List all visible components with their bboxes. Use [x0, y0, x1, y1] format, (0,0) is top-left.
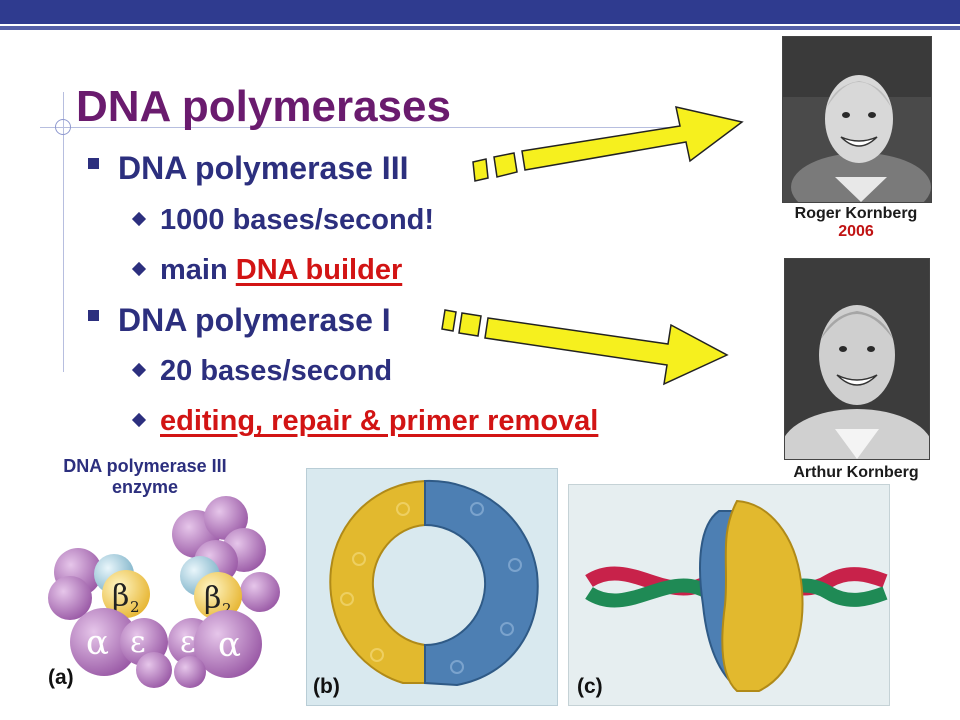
- sub-bullet-text: 1000 bases/second!: [160, 204, 435, 236]
- person-name: Arthur Kornberg: [793, 464, 919, 481]
- decor-crosshair-circle: [55, 119, 71, 135]
- arrow-to-roger-icon: [472, 106, 744, 182]
- figure-panel-b: (b): [306, 468, 558, 706]
- enzyme-caption-line1: DNA polymerase III: [63, 456, 227, 476]
- panel-b-label: (b): [313, 675, 340, 698]
- top-banner-line: [0, 26, 960, 30]
- sub-bullet-text: 20 bases/second: [160, 355, 393, 387]
- enzyme-caption-line2: enzyme: [111, 477, 179, 497]
- epsilon-label-left: ε: [130, 625, 146, 660]
- bullet-pol3: DNA polymerase III: [88, 150, 409, 187]
- panel-a-label: (a): [48, 666, 74, 689]
- person-name: Roger Kornberg: [794, 205, 918, 222]
- panel-c-label: (c): [577, 675, 603, 698]
- enzyme-caption: DNA polymerase III enzyme: [0, 456, 290, 498]
- sub-bullet-speed-pol3: 1000 bases/second!: [131, 204, 435, 237]
- square-bullet-icon: [88, 310, 99, 321]
- decor-vertical-rule: [63, 92, 64, 372]
- caption-roger: Roger Kornberg 2006: [760, 205, 952, 241]
- decor-horizontal-rule: [40, 127, 730, 128]
- person-year: 2006: [838, 223, 874, 240]
- sub-bullet-role-pol1: editing, repair & primer removal: [131, 405, 599, 438]
- highlight-dna-builder: DNA builder: [235, 254, 403, 286]
- square-bullet-icon: [88, 158, 99, 169]
- alpha-label-left: α: [86, 623, 109, 663]
- alpha-label-right: α: [218, 625, 241, 665]
- beta-subscript-left: 2: [130, 598, 140, 616]
- highlight-editing-repair: editing, repair & primer removal: [160, 405, 599, 437]
- sub-bullet-speed-pol1: 20 bases/second: [131, 355, 393, 388]
- sub-bullet-prefix: main: [160, 254, 236, 286]
- arrow-to-arthur-icon: [441, 309, 729, 386]
- top-banner: [0, 0, 960, 24]
- bullet-pol3-label: DNA polymerase III: [118, 150, 409, 186]
- beta-label-left: β: [112, 579, 129, 614]
- bullet-pol1: DNA polymerase I: [88, 302, 391, 339]
- figure-panel-a: β 2 β 2 α ε ε α (a): [40, 492, 290, 698]
- slide-title: DNA polymerases: [76, 82, 451, 131]
- figure-panel-c: (c): [568, 484, 890, 706]
- sub-bullet-role-pol3: main DNA builder: [131, 254, 403, 287]
- bullet-pol1-label: DNA polymerase I: [118, 302, 391, 338]
- beta-subscript-right: 2: [222, 600, 232, 618]
- photo-roger-kornberg: [782, 36, 932, 203]
- beta-label-right: β: [204, 581, 221, 616]
- epsilon-label-right: ε: [180, 625, 196, 660]
- photo-arthur-kornberg: [784, 258, 930, 460]
